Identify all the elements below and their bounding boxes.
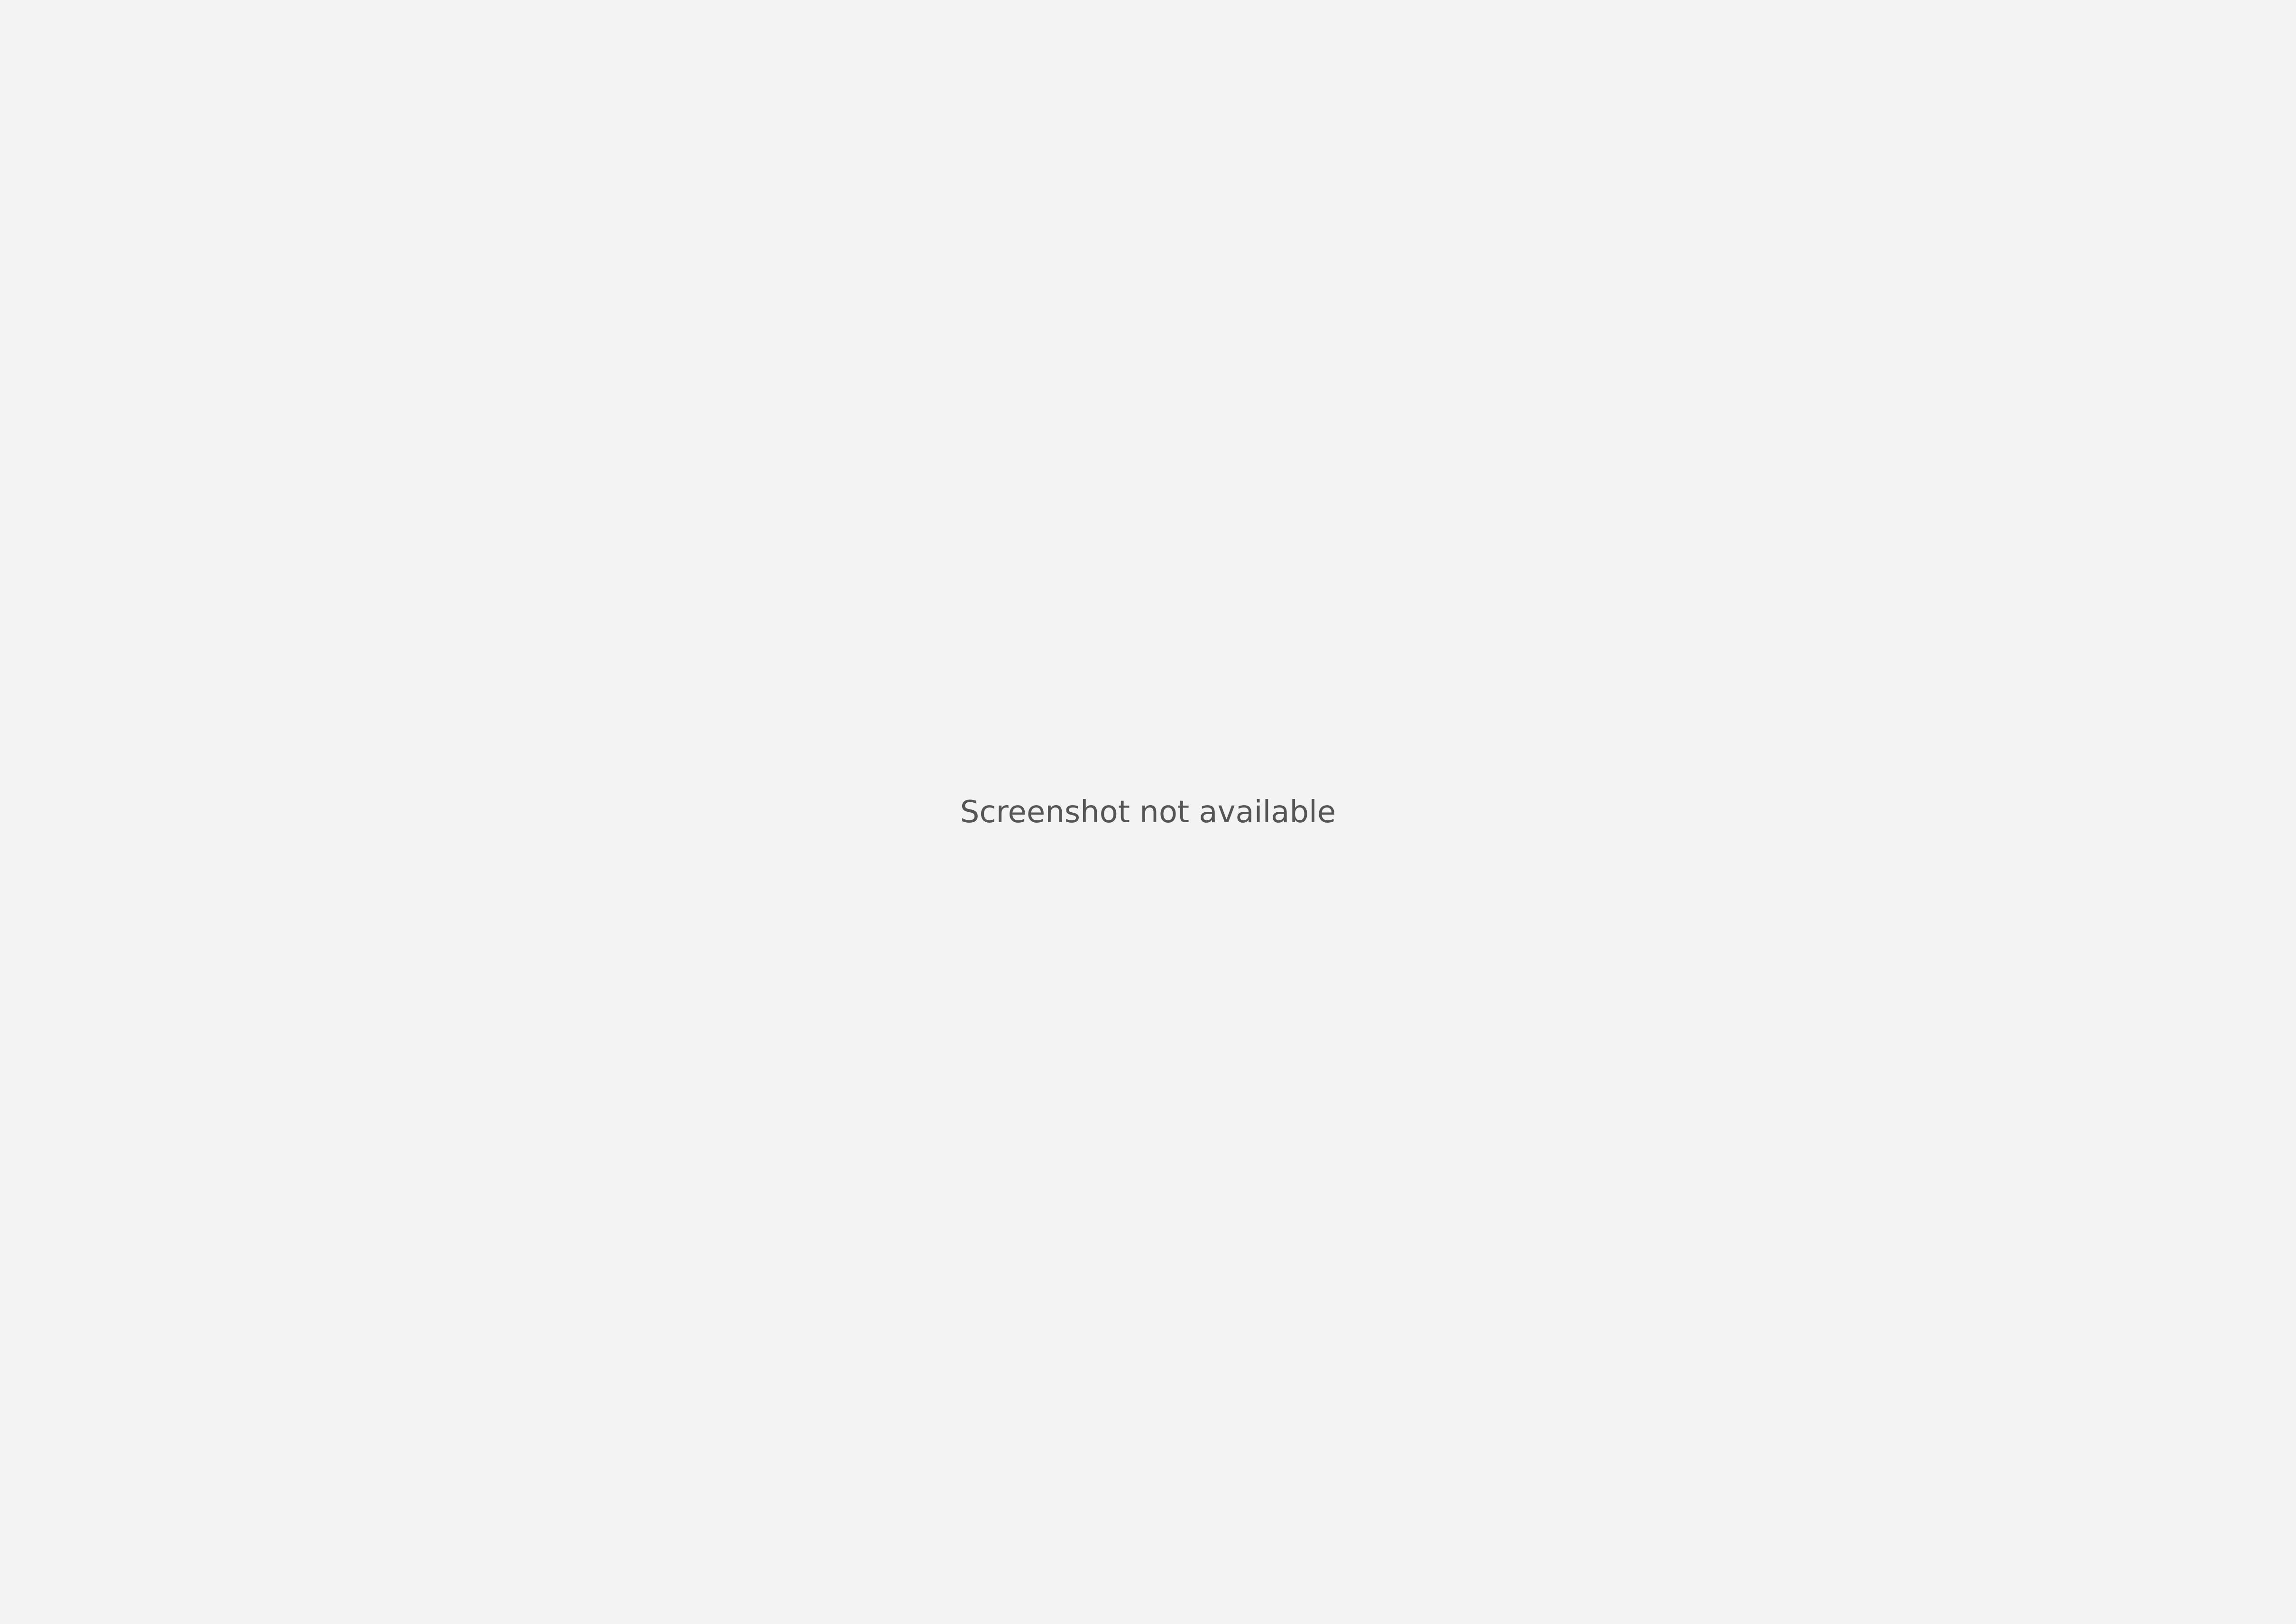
- missing-image-notice: Screenshot not available: [960, 794, 1336, 830]
